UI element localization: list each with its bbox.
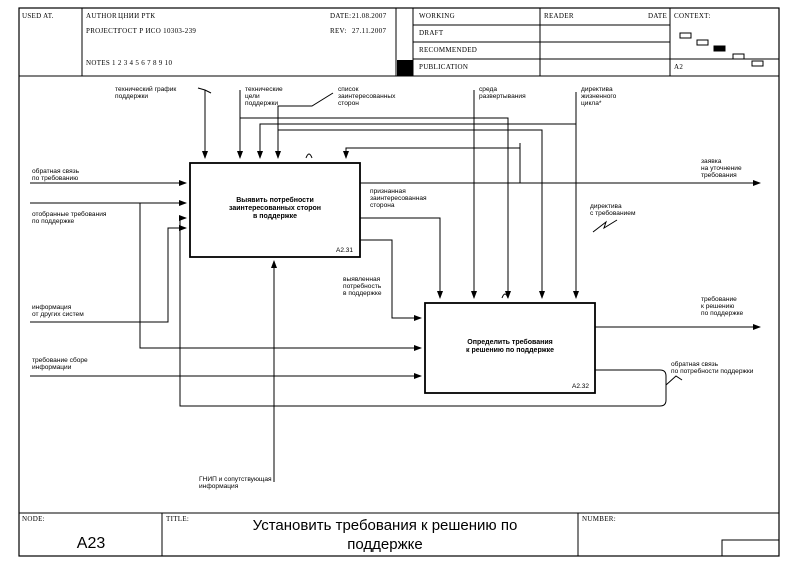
arrow-identified-need bbox=[360, 239, 422, 321]
project-value: ГОСТ Р ИСО 10303-239 bbox=[118, 27, 197, 35]
label-stakeholders: список заинтересованных сторон bbox=[338, 86, 396, 108]
author-value: ЦНИИ РТК bbox=[118, 12, 156, 20]
rev-label: REV: bbox=[330, 27, 347, 35]
title-line-1: Установить требования к решению по bbox=[252, 517, 518, 534]
title-label: TITLE: bbox=[166, 515, 190, 523]
label-tech-goals: технические цели поддержки bbox=[245, 86, 283, 108]
box-a232 bbox=[424, 302, 596, 394]
notes-value: 1 2 3 4 5 6 7 8 9 10 bbox=[112, 59, 173, 67]
label-tech-schedule: технический график поддержки bbox=[115, 86, 177, 101]
title-line-2: поддержке bbox=[347, 536, 423, 553]
node-value: A23 bbox=[76, 535, 106, 552]
arrow-stakeholders bbox=[275, 92, 334, 159]
reader-label: READER bbox=[544, 12, 574, 20]
box-a231-id: A2.31 bbox=[336, 247, 353, 254]
context-node: A2 bbox=[674, 63, 684, 71]
label-info-collection: требование сборе информации bbox=[32, 357, 88, 372]
box-a232-text: Определить требования к решению по подде… bbox=[466, 339, 554, 354]
publication-mark bbox=[397, 60, 413, 76]
outer-frame bbox=[18, 7, 780, 557]
context-label: CONTEXT: bbox=[674, 12, 711, 20]
rev-value: 27.11.2007 bbox=[352, 27, 387, 35]
label-clarify: заявка на уточнение требования bbox=[701, 158, 742, 180]
label-recognized: признанная заинтересованная сторона bbox=[370, 188, 427, 210]
node-label: NODE: bbox=[22, 515, 45, 523]
label-req-directive: директива с требованием bbox=[590, 203, 636, 218]
label-solution-req: требование к решению по поддержке bbox=[701, 296, 744, 318]
status-recommended: RECOMMENDED bbox=[419, 46, 478, 54]
date-value: 21.08.2007 bbox=[352, 12, 387, 20]
date-label: DATE: bbox=[330, 12, 352, 20]
context-diagram bbox=[679, 32, 764, 67]
box-a232-id: A2.32 bbox=[572, 383, 589, 390]
label-feedback-support: обратная связь по потребности поддержки bbox=[671, 361, 754, 376]
status-draft: DRAFT bbox=[419, 29, 444, 37]
label-other-systems: информация от других систем bbox=[32, 304, 84, 319]
author-label: AUTHOR bbox=[86, 12, 117, 20]
label-identified-need: выявленная потребность в поддержке bbox=[343, 276, 382, 298]
arrow-recognized bbox=[360, 217, 443, 299]
arrow-lifecycle bbox=[257, 92, 577, 159]
label-lifecycle: директива жизненного цикла* bbox=[581, 86, 617, 108]
footer-grid bbox=[19, 512, 780, 557]
arrow-other-systems bbox=[30, 225, 187, 323]
reader-date-label: DATE bbox=[648, 12, 668, 20]
status-publication: PUBLICATION bbox=[419, 63, 469, 71]
box-a231-text: Выявить потребности заинтересованных сто… bbox=[228, 197, 322, 220]
notes-label: NOTES bbox=[86, 59, 111, 67]
label-selected-req: отобранные требования по поддержке bbox=[32, 211, 107, 226]
arrows bbox=[30, 87, 761, 482]
number-label: NUMBER: bbox=[582, 515, 616, 523]
box-a231 bbox=[189, 162, 361, 258]
status-working: WORKING bbox=[419, 12, 455, 20]
used-at-label: USED AT. bbox=[22, 12, 54, 20]
label-gnip: ГНИП и сопутствующая информация bbox=[199, 476, 272, 491]
label-feedback-req: обратная связь по требованию bbox=[32, 168, 80, 183]
project-label: PROJECT: bbox=[86, 27, 120, 35]
label-environment: среда развертывания bbox=[479, 86, 526, 101]
arrow-feedback-support bbox=[179, 215, 667, 407]
